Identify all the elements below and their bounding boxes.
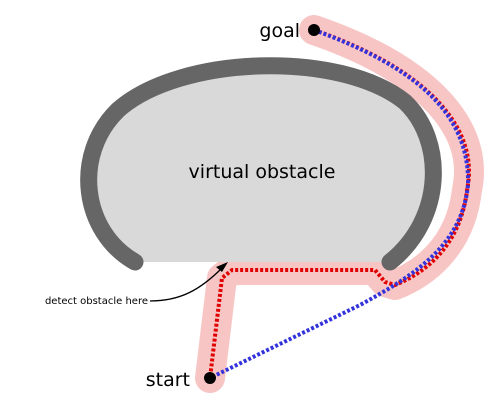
goal-marker bbox=[308, 24, 320, 36]
planned-path bbox=[208, 28, 471, 379]
start-marker bbox=[204, 372, 216, 384]
obstacle-label: virtual obstacle bbox=[189, 161, 336, 183]
detect-pointer bbox=[149, 267, 223, 302]
detect-pointer-arrowhead bbox=[216, 262, 228, 272]
detect-label: detect obstacle here bbox=[45, 296, 148, 307]
start-label: start bbox=[146, 369, 190, 391]
goal-label: goal bbox=[259, 20, 300, 42]
obstacle-border bbox=[80, 57, 442, 271]
virtual-obstacle bbox=[88, 65, 434, 262]
